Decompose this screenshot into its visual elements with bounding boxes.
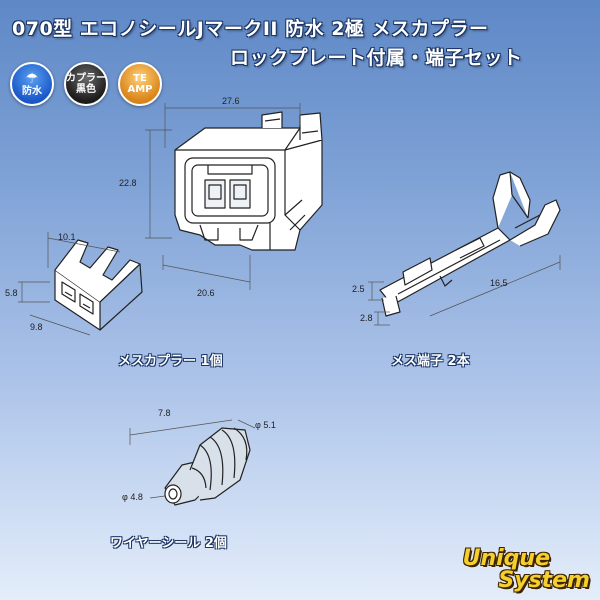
lock-plate-length-dim: 10.1	[58, 232, 76, 242]
housing-height-dim: 22.8	[119, 178, 137, 188]
seal-inner-dim: φ 4.8	[122, 492, 143, 502]
housing-width-dim: 27.6	[222, 96, 240, 106]
coupler-color-badge-line2: 黒色	[76, 84, 96, 95]
coupler-color-badge-line1: カプラー	[66, 73, 106, 84]
seal-caption: ワイヤーシール 2個	[110, 536, 227, 551]
logo-line-1: Unique	[462, 546, 550, 571]
connector-housing-drawing	[174, 111, 323, 251]
terminal-length-dim: 16.5	[490, 278, 508, 288]
terminal-dim-2: 2.8	[360, 313, 373, 323]
waterproof-badge: ☂ 防水	[10, 62, 54, 106]
maker-badge: TE AMP	[118, 62, 162, 106]
housing-depth-dim: 20.6	[197, 288, 215, 298]
product-title-line-1: 070型 エコノシールJマークII 防水 2極 メスカプラー	[12, 18, 489, 40]
waterproof-badge-label: 防水	[22, 85, 42, 97]
female-terminal-drawing	[379, 171, 561, 317]
lock-plate-drawing	[54, 239, 143, 331]
lock-plate-height-dim: 5.8	[5, 288, 18, 298]
umbrella-icon: ☂	[25, 70, 39, 87]
unique-system-logo: Unique System	[463, 548, 590, 592]
terminal-caption: メス端子 2本	[391, 354, 470, 369]
seal-outer-dim: φ 5.1	[255, 420, 276, 430]
terminal-dim-1: 2.5	[352, 284, 365, 294]
logo-line-2: System	[498, 568, 590, 593]
coupler-color-badge: カプラー 黒色	[64, 62, 108, 106]
housing-caption: メスカプラー 1個	[118, 354, 223, 369]
seal-length-dim: 7.8	[158, 408, 171, 418]
wire-seal-drawing	[164, 427, 251, 506]
product-title-line-2: ロックプレート付属・端子セット	[230, 47, 523, 69]
maker-badge-label: TE AMP	[127, 73, 153, 95]
lock-plate-width-dim: 9.8	[30, 322, 43, 332]
